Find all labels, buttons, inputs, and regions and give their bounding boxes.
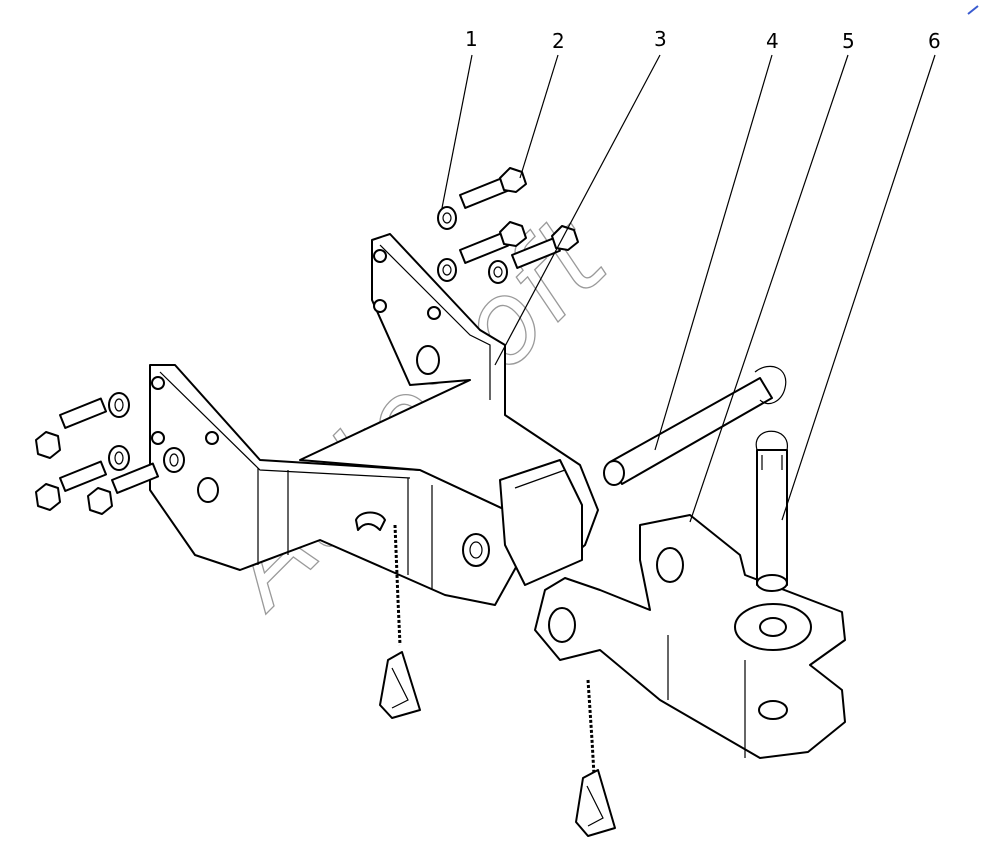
callout-1: 1 bbox=[465, 27, 478, 51]
safety-chain-left bbox=[355, 511, 421, 719]
callout-3: 3 bbox=[654, 27, 667, 51]
upper-bolt-set bbox=[437, 167, 579, 284]
cross-tube bbox=[499, 459, 583, 586]
callout-4: 4 bbox=[766, 29, 779, 53]
callout-2: 2 bbox=[552, 29, 565, 53]
callout-labels: 1 2 3 4 5 6 bbox=[465, 27, 941, 53]
bolt-item-2 bbox=[459, 167, 527, 209]
hitch-pin-item-6 bbox=[755, 430, 788, 592]
leader-lines bbox=[441, 54, 936, 523]
safety-chain-right bbox=[575, 679, 616, 837]
callout-5: 5 bbox=[842, 29, 855, 53]
pin-item-4 bbox=[603, 365, 787, 486]
callout-6: 6 bbox=[928, 29, 941, 53]
left-mounting-bracket bbox=[149, 364, 521, 606]
towing-hitch-item-5 bbox=[534, 514, 846, 759]
washer-item-1 bbox=[437, 206, 457, 230]
left-bolt-set bbox=[35, 392, 185, 515]
corner-mark-icon bbox=[967, 5, 979, 15]
